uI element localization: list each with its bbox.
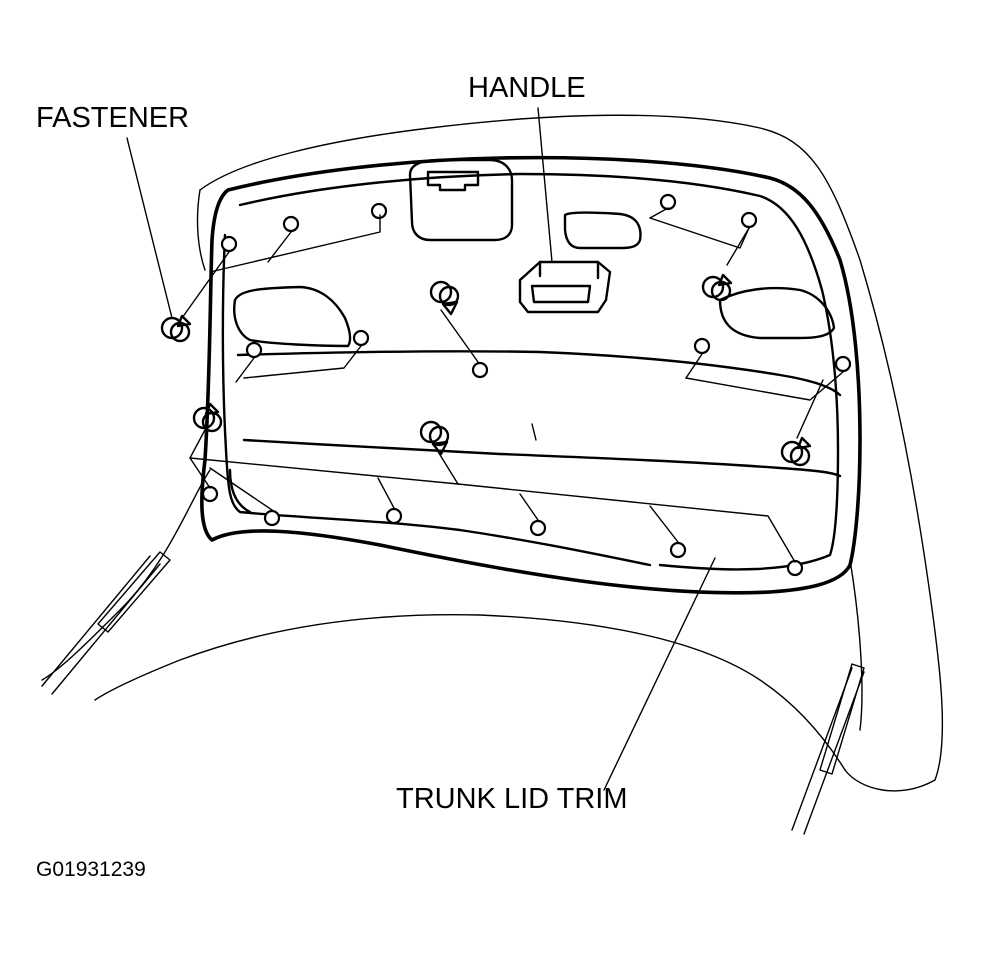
trunk-lid-trim-label: TRUNK LID TRIM [396, 783, 628, 815]
leader-lines [126, 107, 844, 791]
fastener-clip [701, 273, 733, 302]
figure-code: G01931239 [36, 858, 146, 881]
trunk-lid-body [41, 114, 944, 792]
fastener-clip [780, 436, 812, 467]
fastener-clip [419, 420, 450, 456]
handle [518, 260, 612, 314]
fastener-clips [160, 273, 812, 467]
fastener-clip [160, 314, 192, 343]
left-gas-strut [41, 551, 171, 695]
fastener-label: FASTENER [36, 102, 190, 134]
fastener-holes [201, 193, 852, 577]
right-gas-strut [791, 663, 865, 835]
panel-openings [233, 158, 836, 348]
fastener-clip [429, 280, 460, 316]
handle-label: HANDLE [468, 72, 586, 104]
fastener-clip [192, 402, 223, 433]
trunk-lid-trim-panel [200, 155, 862, 595]
